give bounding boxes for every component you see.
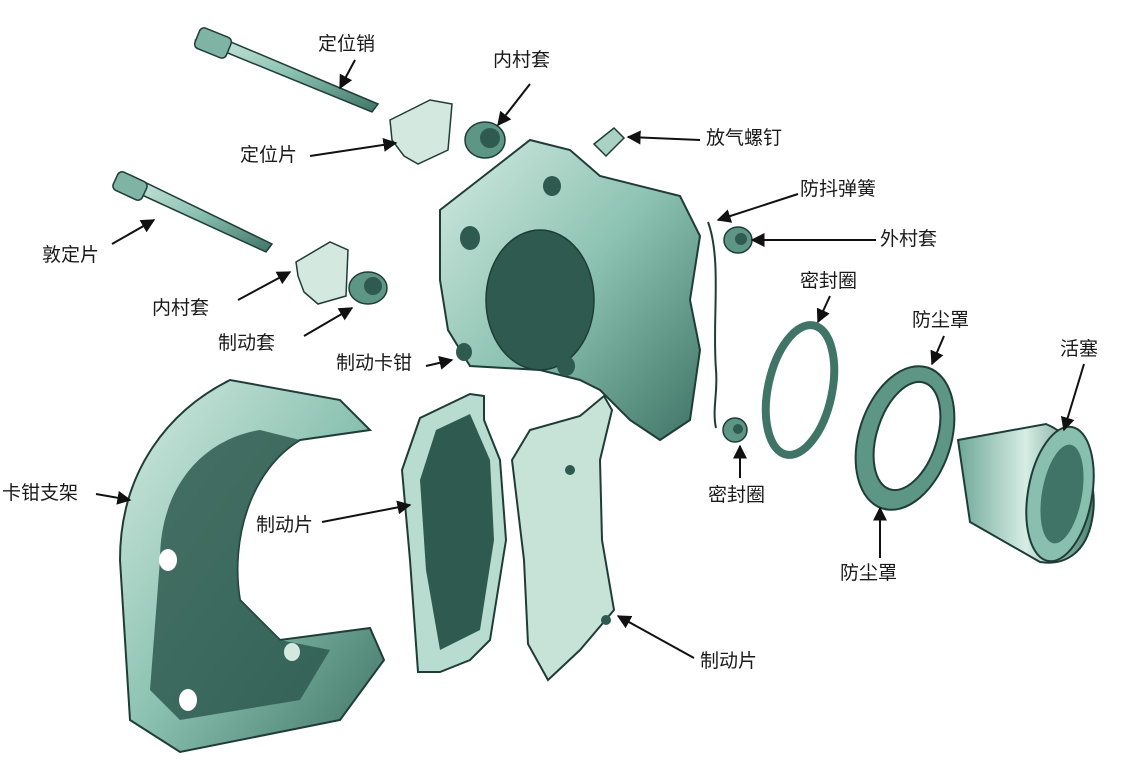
- leader-locating-plate-top: [309, 137, 398, 157]
- guide-pin-top-part: [193, 27, 380, 113]
- locating-plate-top-part: [389, 99, 453, 165]
- leader-brake-caliper: [425, 356, 454, 370]
- label-brake-pad-right: 制动片: [700, 650, 758, 672]
- label-guide-pin-bottom: 敦定片: [42, 244, 100, 266]
- label-inner-bushing-left: 内村套: [152, 297, 210, 319]
- leader-guide-pin-bottom: [111, 219, 156, 245]
- locating-plate-bottom-part: [295, 241, 349, 305]
- leader-caliper-bracket: [95, 490, 132, 505]
- brake-caliper-part: [439, 138, 702, 442]
- leader-lines: [95, 59, 1085, 659]
- leader-inner-bushing-top: [497, 83, 531, 127]
- label-caliper-bracket: 卡钳支架: [2, 482, 79, 504]
- leader-brake-pad-right: [616, 615, 695, 659]
- label-locating-plate-top: 定位片: [240, 144, 298, 166]
- guide-pin-bottom-part: [112, 171, 274, 253]
- seal-ring-part: [761, 321, 839, 459]
- leader-anti-rattle-spring: [716, 193, 799, 223]
- inner-bushing-top-part: [464, 121, 506, 159]
- label-outer-bushing: 外村套: [880, 228, 938, 250]
- leader-piston: [1060, 363, 1085, 432]
- lower-bushing-part: [722, 417, 748, 443]
- leader-guide-pin-top: [339, 59, 356, 90]
- label-brake-pad-left: 制动片: [256, 514, 314, 536]
- leader-inner-bushing-left: [237, 271, 292, 301]
- label-brake-sleeve: 制动套: [218, 332, 276, 354]
- label-brake-caliper: 制动卡钳: [336, 352, 413, 374]
- leader-brake-sleeve: [303, 307, 354, 337]
- outer-bushing-part: [723, 226, 753, 254]
- label-guide-pin-top: 定位销: [318, 33, 376, 55]
- label-dust-cover-upper: 防尘罩: [912, 309, 970, 331]
- dust-cover-part: [854, 365, 956, 511]
- inner-bushing-left-part: [348, 271, 388, 305]
- label-seal-ring-lower: 密封圈: [708, 484, 766, 506]
- label-bleeder-screw: 放气螺钉: [706, 127, 783, 149]
- label-piston: 活塞: [1060, 338, 1099, 360]
- label-anti-rattle-spring: 防抖弹簧: [800, 178, 877, 200]
- caliper-bracket-part: [118, 378, 386, 754]
- label-inner-bushing-top: 内村套: [493, 49, 551, 71]
- anti-rattle-spring-part: [707, 221, 718, 429]
- piston-part: [956, 422, 1095, 564]
- leader-seal-ring-upper: [816, 295, 831, 324]
- label-dust-cover-lower: 防尘罩: [840, 562, 898, 584]
- label-seal-ring-upper: 密封圈: [800, 270, 858, 292]
- brake-pad-right-part: [510, 394, 616, 682]
- brake-pad-left-part: [400, 392, 508, 673]
- leader-bleeder-screw: [626, 130, 701, 145]
- leader-brake-pad-left: [321, 500, 412, 523]
- bleeder-screw-part: [592, 126, 626, 158]
- leader-dust-cover-upper: [930, 335, 945, 366]
